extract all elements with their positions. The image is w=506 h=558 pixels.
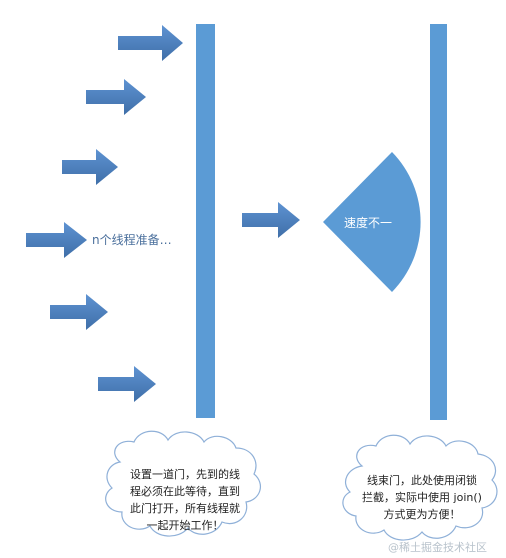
speed-label: 速度不一 (344, 216, 393, 230)
start-barrier (196, 24, 215, 418)
thread-arrow-4 (26, 222, 87, 258)
thread-arrow-6 (98, 366, 156, 402)
middle-arrow (242, 202, 300, 238)
note-left-line-4: 一起开始工作！ (146, 519, 224, 532)
thread-arrow-3 (62, 149, 118, 185)
speed-fan (323, 152, 421, 292)
note-left-line-2: 程必须在此等待，直到 (130, 485, 240, 498)
thread-arrow-5 (50, 294, 108, 330)
watermark: @稀土掘金技术社区 (388, 541, 487, 554)
end-barrier (430, 24, 447, 420)
note-right-line-2: 拦截，实际中使用 join() (362, 491, 482, 504)
note-cloud-left (105, 430, 262, 537)
note-left-line-3: 此门打开，所有线程就 (130, 502, 240, 515)
note-left-text: 设置一道门，先到的线 程必须在此等待，直到 此门打开，所有线程就 一起开始工作！ (110, 466, 260, 534)
note-left-line-1: 设置一道门，先到的线 (130, 468, 240, 481)
thread-arrow-2 (86, 79, 146, 115)
threads-label: n个线程准备… (92, 233, 172, 247)
note-cloud-right (342, 434, 498, 541)
thread-arrow-1 (118, 25, 183, 61)
thread-arrows (26, 25, 300, 402)
note-right-line-3: 方式更为方便！ (383, 508, 461, 521)
note-right-line-1: 线束门，此处使用闭锁 (367, 474, 477, 487)
note-right-text: 线束门，此处使用闭锁 拦截，实际中使用 join() 方式更为方便！ (346, 472, 498, 523)
